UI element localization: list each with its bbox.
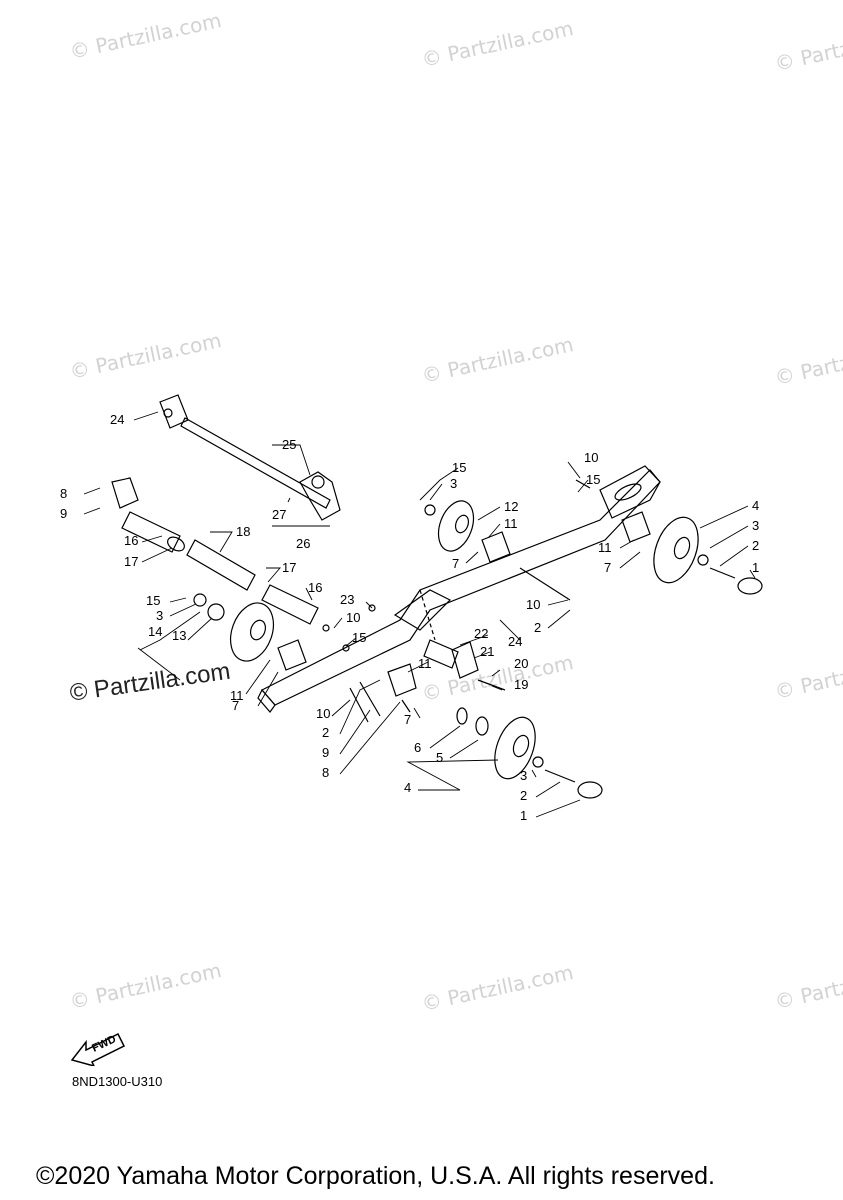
callout-8: 8 [322,765,329,780]
spacer-16-mid [261,584,319,625]
arm-26 [299,471,341,521]
callout-14: 14 [148,624,162,639]
callout-16: 16 [124,533,138,548]
callout-2: 2 [520,788,527,803]
bracket-slot [614,483,642,501]
callout-15: 15 [586,472,600,487]
callout-9: 9 [60,506,67,521]
axle-bolt-right [709,567,736,579]
callout-6: 6 [414,740,421,755]
callout-4: 4 [752,498,759,513]
callout-3: 3 [520,768,527,783]
block-21 [451,641,479,679]
long-bolt-right [519,567,571,601]
axle-bolt-lower [544,769,576,783]
circlip-lower [456,707,468,725]
front-bracket [393,589,452,631]
spacer-22 [423,639,459,669]
callout-2: 2 [752,538,759,553]
callout-10: 10 [526,597,540,612]
callout-10: 10 [316,706,330,721]
block-11-upper [481,531,511,563]
left-bracket [111,477,139,509]
block-11-left [277,639,307,671]
callout-26: 26 [296,536,310,551]
callout-25: 25 [282,437,296,452]
callout-4: 4 [404,780,411,795]
callout-1: 1 [520,808,527,823]
callout-18: 18 [236,524,250,539]
callout-9: 9 [322,745,329,760]
wheel-13 [229,602,275,662]
cap-1-lower [577,781,603,799]
callout-10: 10 [584,450,598,465]
bearing-left [207,603,225,621]
callout-24: 24 [508,634,522,649]
callout-7: 7 [604,560,611,575]
callout-11: 11 [598,540,612,555]
callout-20: 20 [514,656,528,671]
spacer-18 [186,539,256,591]
callout-11: 11 [418,656,432,671]
callout-21: 21 [480,644,494,659]
shaft-25 [180,417,331,509]
shaft-bracket [159,394,189,429]
wheel-5-lower [494,716,536,780]
copyright: ©2020 Yamaha Motor Corporation, U.S.A. A… [36,1162,715,1190]
callout-15: 15 [452,460,466,475]
callout-16: 16 [308,580,322,595]
callout-7: 7 [404,712,411,727]
rear-bracket [599,465,661,519]
callout-15: 15 [352,630,366,645]
wheel-4-right [653,516,699,584]
callout-24: 24 [110,412,124,427]
callout-2: 2 [322,725,329,740]
frame-rail-lower [257,688,276,713]
callout-11: 11 [230,688,244,703]
callout-12: 12 [504,499,518,514]
callout-8: 8 [60,486,67,501]
block-11-right [621,511,651,543]
cap-1-right [737,577,763,595]
callout-3: 3 [752,518,759,533]
fwd-arrow-icon: FWD [70,1032,126,1066]
block-11-lower [387,663,417,697]
callout-3: 3 [156,608,163,623]
callout-3: 3 [450,476,457,491]
callout-23: 23 [340,592,354,607]
callout-17: 17 [282,560,296,575]
callout-27: 27 [272,507,286,522]
callout-1: 1 [752,560,759,575]
callout-11: 11 [504,516,518,531]
callout-2: 2 [534,620,541,635]
callout-19: 19 [514,677,528,692]
spacer-16-left [121,511,181,553]
callout-7: 7 [232,698,239,713]
callout-22: 22 [474,626,488,641]
callout-7: 7 [452,556,459,571]
callout-5: 5 [436,750,443,765]
wheel-12 [437,500,475,552]
callout-17: 17 [124,554,138,569]
bearing-lower [475,716,489,736]
callout-13: 13 [172,628,186,643]
callout-15: 15 [146,593,160,608]
callout-10: 10 [346,610,360,625]
diagram-code: 8ND1300-U310 [72,1074,163,1089]
